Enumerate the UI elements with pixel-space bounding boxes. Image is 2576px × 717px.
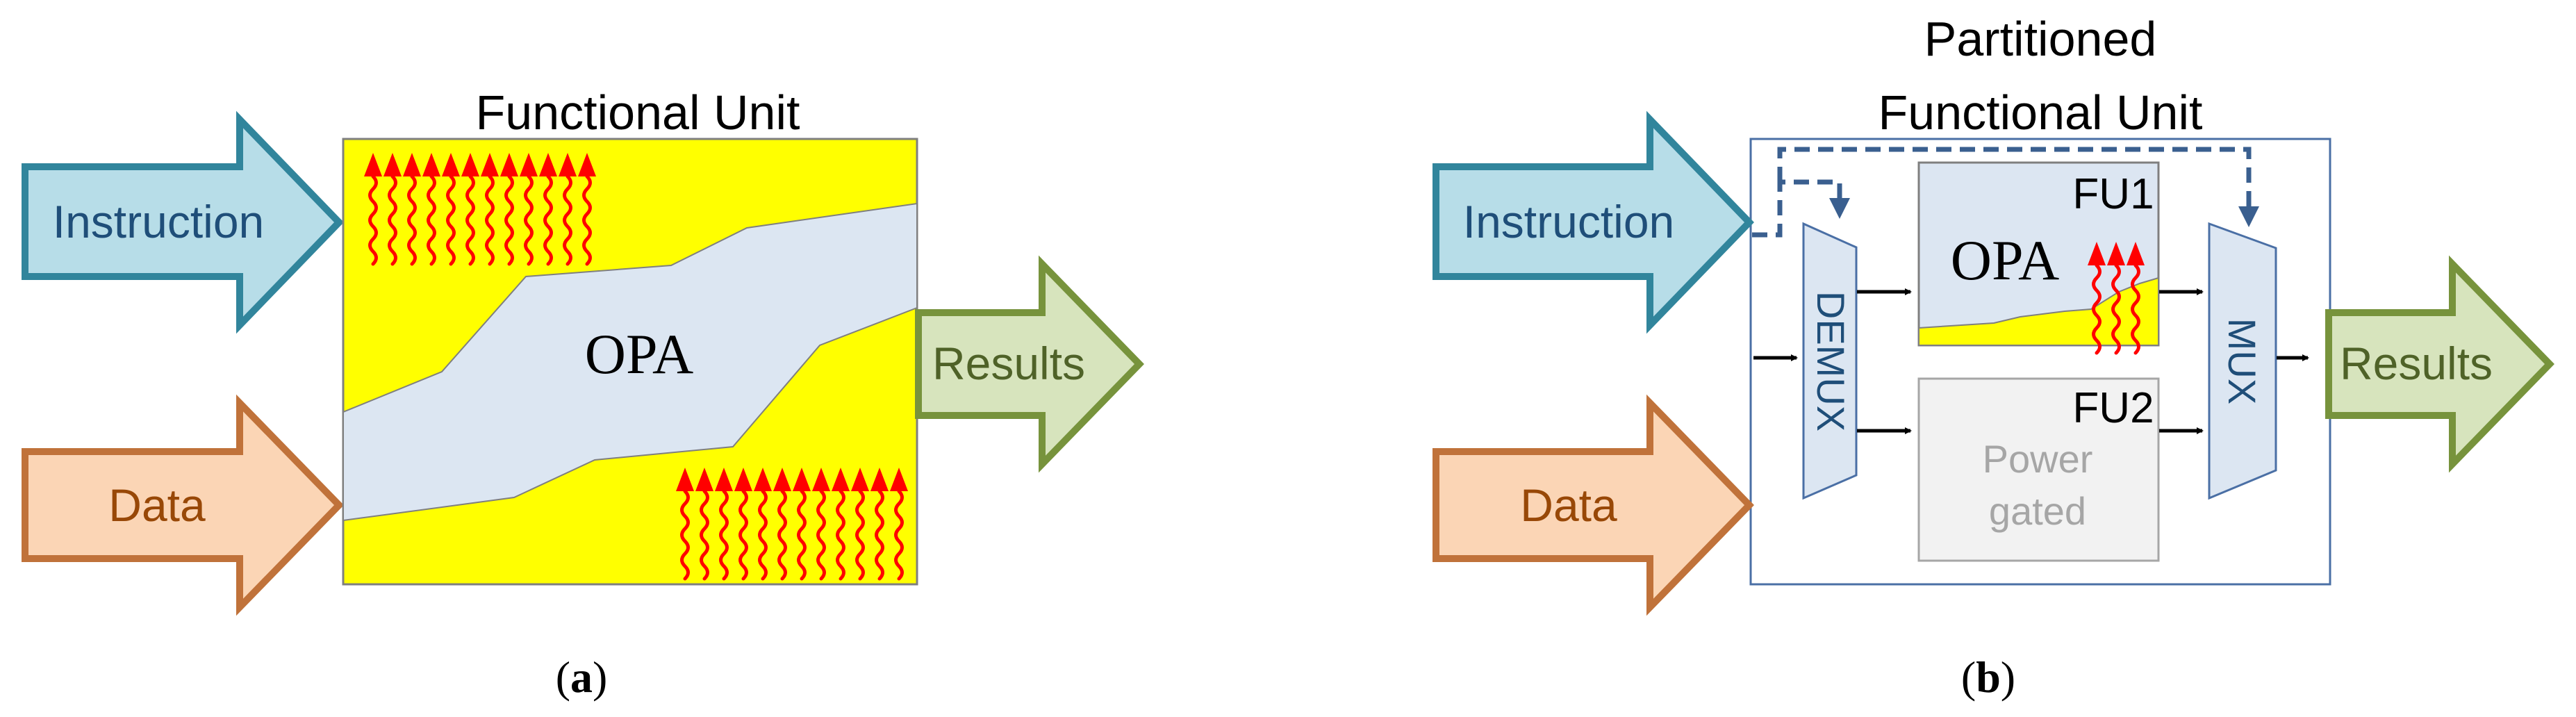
demux-label: DEMUX bbox=[1809, 291, 1853, 431]
instruction-arrow-a: Instruction bbox=[22, 110, 344, 334]
fu2-block: FU2 Power gated bbox=[1917, 377, 2160, 562]
fu2-label: FU2 bbox=[2072, 384, 2154, 432]
partitioned-title-line1: Partitioned bbox=[1924, 12, 2157, 66]
partitioned-title-line2: Functional Unit bbox=[1879, 85, 2203, 140]
instruction-arrow-b: Instruction bbox=[1433, 110, 1754, 334]
control-line-mux bbox=[1777, 147, 2259, 227]
instruction-label-b: Instruction bbox=[1463, 196, 1674, 247]
opa-label-a: OPA bbox=[585, 322, 694, 386]
opa-region bbox=[342, 202, 918, 522]
data-label-b: Data bbox=[1520, 479, 1617, 531]
instruction-label-a: Instruction bbox=[53, 196, 264, 247]
panel-a: Instruction Data Functional Unit OPA bbox=[22, 85, 1144, 702]
mux-label: MUX bbox=[2220, 318, 2264, 404]
results-arrow-a: Results bbox=[915, 255, 1144, 473]
data-label-a: Data bbox=[108, 479, 206, 531]
panel-b: Partitioned Functional Unit Instruction … bbox=[1433, 12, 2554, 702]
fu1-label: FU1 bbox=[2072, 170, 2154, 218]
fu1-opa-label: OPA bbox=[1951, 229, 2060, 292]
fu1-block: FU1 OPA bbox=[1917, 161, 2160, 353]
fu2-status-line1: Power bbox=[1983, 437, 2093, 481]
data-arrow-b: Data bbox=[1433, 394, 1754, 616]
data-arrow-a: Data bbox=[22, 394, 344, 616]
functional-unit-title: Functional Unit bbox=[476, 85, 800, 140]
demux-block: DEMUX bbox=[1802, 222, 1858, 500]
results-label-a: Results bbox=[932, 338, 1085, 389]
results-arrow-b: Results bbox=[2325, 255, 2554, 473]
control-lines bbox=[1752, 147, 2259, 238]
mux-block: MUX bbox=[2208, 222, 2277, 500]
caption-a: (a) bbox=[556, 652, 608, 702]
results-label-b: Results bbox=[2340, 338, 2493, 389]
caption-b: (b) bbox=[1961, 652, 2015, 702]
fu2-status-line2: gated bbox=[1989, 489, 2086, 533]
